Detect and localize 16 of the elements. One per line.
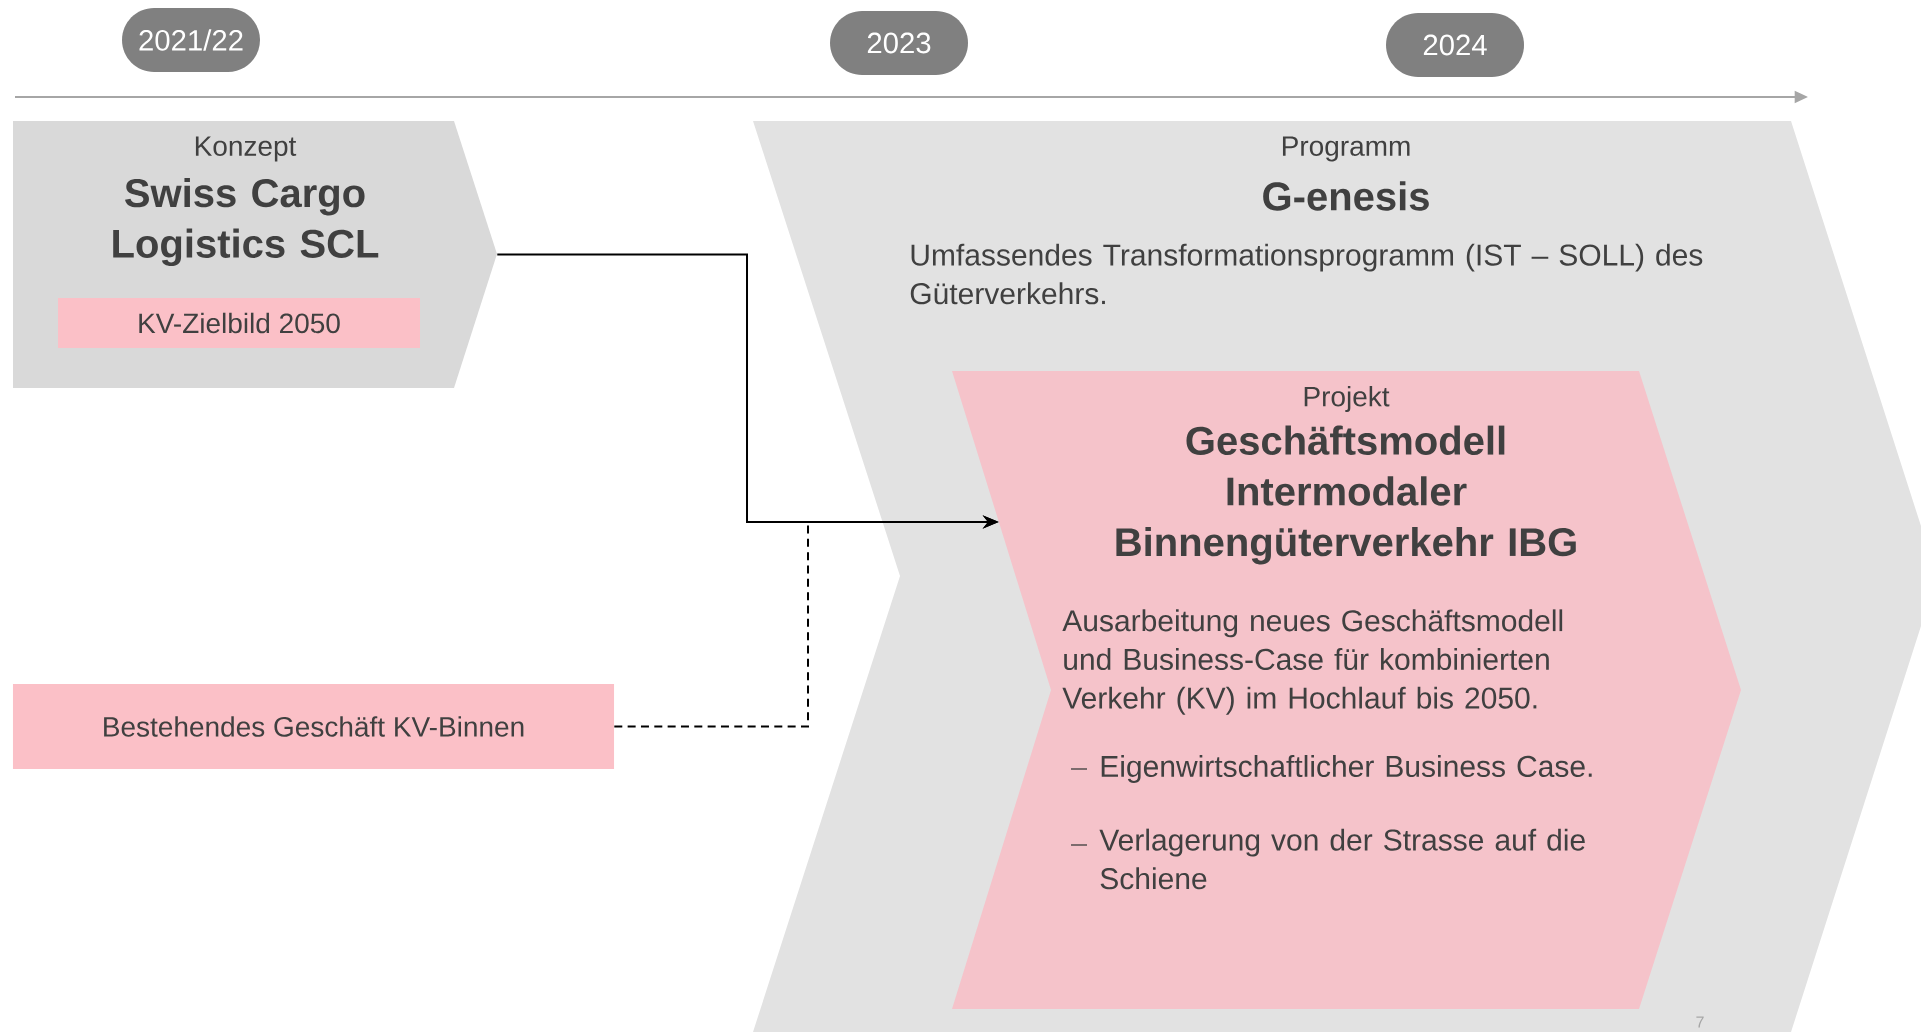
kind-label: Programm <box>1282 136 1410 162</box>
phase-panel <box>952 371 1741 1009</box>
year-pill: 2024 <box>1386 13 1524 77</box>
bullet-text: Verlagerung von der Strasse auf die Schiene <box>1099 828 1585 890</box>
text-box: KV-Zielbild 2050 <box>58 298 420 348</box>
title-text: G-enesis <box>1263 181 1429 211</box>
year-pill: 2021/22 <box>122 8 260 72</box>
bullet-text: Eigenwirtschaftlicher Business Case. <box>1101 755 1592 783</box>
description-text: Umfassendes Transformationsprogramm (IST – SOLL) des Güterverkehrs. <box>910 243 1703 305</box>
kind-label: Projekt <box>1304 385 1390 413</box>
title-text: Swiss Cargo Logistics SCL <box>113 177 379 267</box>
year-pill: 2023 <box>830 11 968 75</box>
title-text: Geschäftsmodell Intermodaler Binnengüterverkehr IBG <box>1116 425 1576 565</box>
kind-label: Konzept <box>195 136 297 162</box>
description-text: Ausarbeitung neues Geschäftsmodell und Business-Case für kombinierten Verkehr (KV) im Hochlauf bis 2050. <box>1062 609 1563 715</box>
text-box: Bestehendes Geschäft KV-Binnen <box>12 683 615 770</box>
